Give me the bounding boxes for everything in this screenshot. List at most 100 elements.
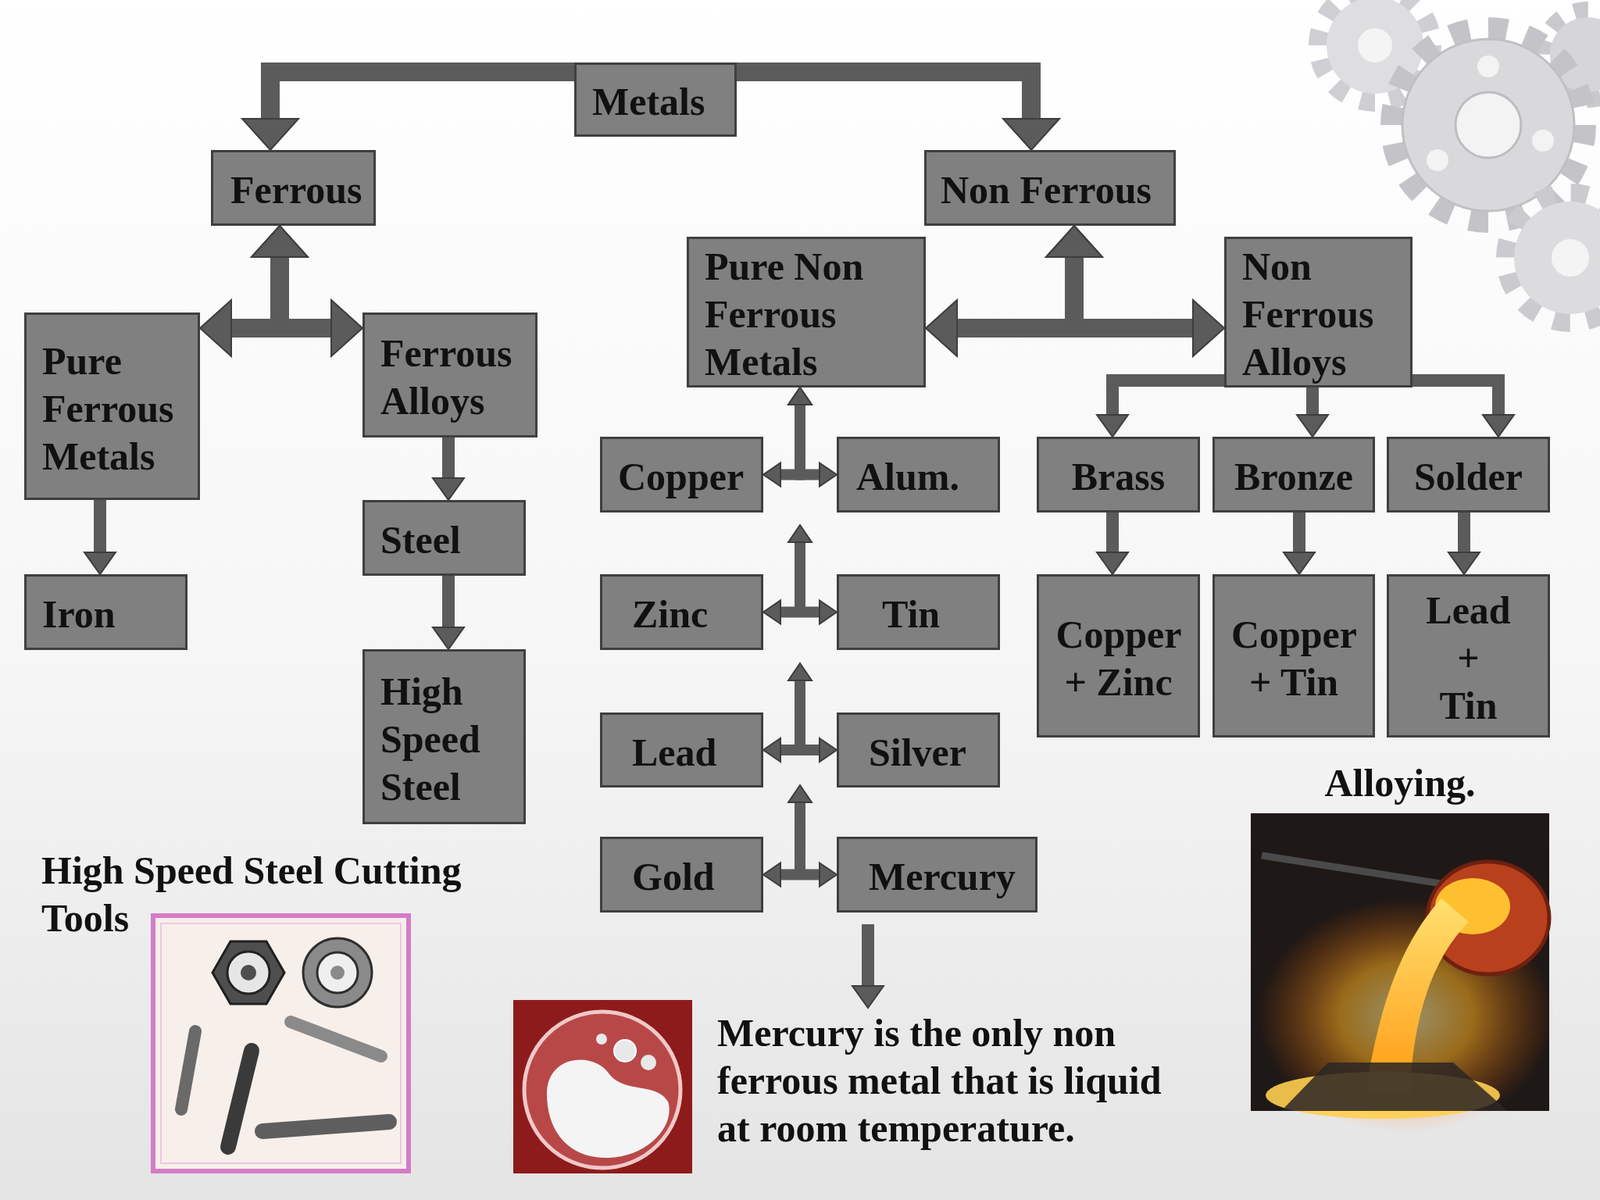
mercury-drop: [614, 1039, 636, 1062]
mould: [1281, 1062, 1508, 1111]
die-hole: [240, 964, 257, 981]
box-label: Lead: [632, 728, 717, 777]
box-label: Metals: [592, 78, 705, 126]
arrow-connector: [800, 404, 820, 475]
box-label: Copper + Zinc: [1055, 610, 1181, 707]
box-label: Gold: [632, 853, 715, 901]
gear-hole: [1551, 239, 1590, 277]
box-label: Solder: [1414, 453, 1523, 501]
category-box: Copper: [600, 436, 764, 513]
category-box: Ferrous Alloys: [362, 312, 538, 438]
box-label: Non Ferrous Alloys: [1242, 242, 1374, 386]
dish: [524, 1011, 681, 1168]
box-label: Bronze: [1234, 453, 1354, 501]
category-box: Copper + Zinc: [1036, 574, 1200, 738]
hex-die: [212, 941, 285, 1004]
mercury-drop: [596, 1033, 608, 1045]
box-label: Ferrous: [230, 166, 362, 215]
box-label: High Speed Steel: [380, 667, 481, 811]
box-label: Iron: [42, 590, 116, 639]
arrow-connector: [780, 869, 820, 881]
note-arrow: [861, 924, 875, 986]
tap-tool: [228, 1050, 252, 1147]
mercury-photo: [513, 1000, 693, 1174]
tongs: [1261, 855, 1461, 887]
box-label: Pure Non Ferrous Metals: [704, 242, 919, 386]
category-box: Gold: [600, 836, 764, 913]
die-hole: [227, 951, 270, 994]
category-box: Metals: [574, 62, 737, 137]
box-label: Mercury: [868, 853, 1016, 901]
tools-photo: [153, 915, 409, 1172]
arrow-connector: [736, 71, 1032, 119]
gear-hole: [1357, 28, 1393, 63]
arrow-connector: [780, 744, 820, 756]
category-box: Lead + Tin: [1386, 574, 1550, 738]
arrow-connector: [1412, 380, 1499, 415]
box-label: Non Ferrous: [940, 166, 1152, 215]
gear-teeth: [1507, 195, 1600, 321]
category-box: Ferrous: [210, 150, 376, 226]
die-hole: [330, 965, 345, 980]
arrow-connector: [1112, 380, 1225, 415]
arrow-connector: [442, 437, 455, 479]
mercury-blob: [546, 1059, 670, 1158]
arrow-connector: [279, 257, 332, 329]
photo-frame: [160, 923, 401, 1164]
arrow-connector: [442, 575, 455, 628]
stem-arrow: [794, 680, 806, 750]
note-text: Mercury is the only non ferrous metal th…: [717, 1009, 1186, 1153]
mercury-drop: [640, 1054, 657, 1071]
photo-frame: [153, 915, 409, 1172]
category-box: High Speed Steel: [362, 649, 526, 825]
category-box: Steel: [362, 500, 526, 576]
gear-body: [1402, 39, 1575, 211]
arrow-connector: [93, 500, 107, 553]
tap-tool: [262, 1121, 390, 1132]
arrow-connector: [1106, 512, 1119, 553]
arrow-connector: [1292, 512, 1306, 553]
category-box: Copper + Tin: [1212, 574, 1375, 738]
arrow-connector: [780, 607, 820, 618]
box-label: Copper: [617, 453, 744, 501]
category-box: Silver: [836, 712, 1000, 788]
gear-body: [1514, 201, 1600, 315]
category-box: Non Ferrous Alloys: [1224, 236, 1413, 388]
box-label: Ferrous Alloys: [380, 329, 512, 425]
category-box: Iron: [24, 574, 188, 650]
category-box: Pure Non Ferrous Metals: [686, 236, 926, 388]
box-label: Pure Ferrous Metals: [42, 337, 174, 481]
gear-hole: [1426, 149, 1449, 172]
gear-teeth: [1394, 31, 1583, 219]
category-box: Non Ferrous: [924, 150, 1176, 226]
alloying-photo: [1250, 813, 1555, 1133]
box-label: Tin: [882, 590, 940, 639]
stem-arrow: [794, 802, 806, 875]
round-die: [303, 938, 372, 1008]
category-box: Brass: [1036, 436, 1200, 513]
category-box: Tin: [836, 574, 1000, 650]
arrow-connector: [957, 257, 1075, 329]
figure-caption: High Speed Steel Cutting Tools: [41, 846, 487, 943]
category-box: Pure Ferrous Metals: [24, 312, 200, 500]
gear-hole: [1455, 92, 1522, 158]
arrow-connector: [1306, 387, 1319, 415]
box-label: Alum.: [856, 453, 960, 501]
box-label: Brass: [1071, 453, 1165, 501]
arrow-connector: [1457, 512, 1471, 553]
category-box: Zinc: [600, 574, 764, 650]
arrow-connector: [270, 71, 575, 119]
photo-background: [513, 1000, 693, 1174]
connector-group: [100, 71, 1499, 875]
box-label: Silver: [868, 728, 967, 777]
box-label: Lead + Tin: [1425, 586, 1511, 730]
figure-caption: Alloying.: [1250, 759, 1550, 808]
category-box: Mercury: [836, 836, 1038, 913]
tap-tool: [181, 1031, 196, 1110]
arrow-connector: [1074, 257, 1193, 329]
category-box: Solder: [1386, 436, 1550, 513]
category-box: Lead: [600, 712, 764, 788]
gear-hole: [1477, 55, 1500, 78]
box-label: Copper + Tin: [1231, 610, 1357, 707]
